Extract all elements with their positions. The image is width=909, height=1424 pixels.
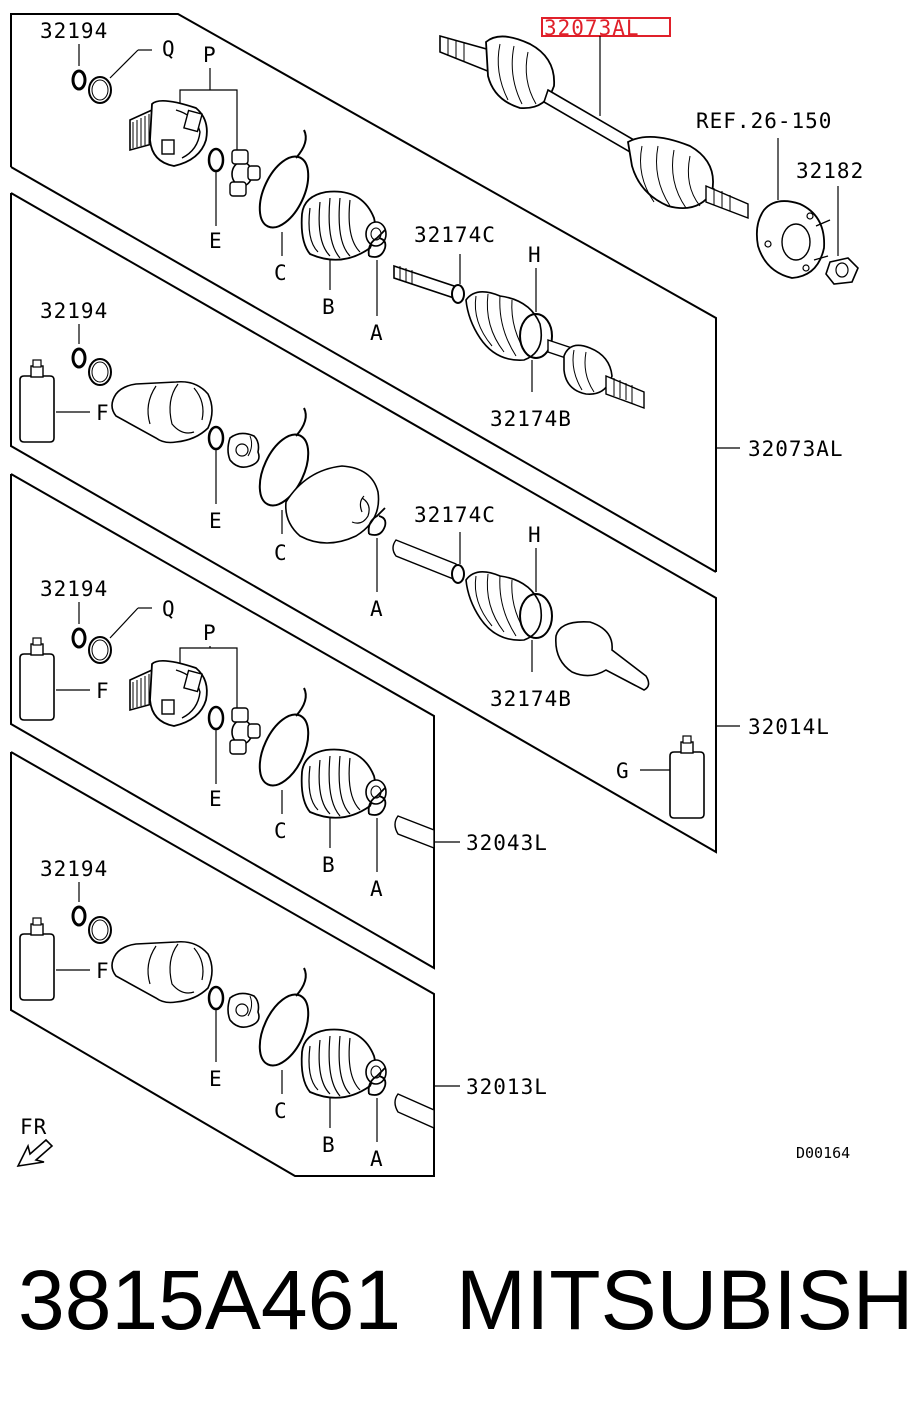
- label-32174c-2: 32174C: [414, 503, 496, 527]
- front-arrow-icon: [16, 1138, 54, 1168]
- label-f-4: F: [96, 959, 110, 983]
- label-32013l-panel: 32013L: [466, 1075, 548, 1099]
- panel-32013l: 32194 F E C B A 32013L: [19, 857, 548, 1171]
- panel-outlines: [10, 13, 717, 1177]
- label-c-2: C: [274, 541, 288, 565]
- label-e-1: E: [209, 229, 223, 253]
- label-32194-4: 32194: [40, 857, 108, 881]
- label-32182: 32182: [796, 159, 864, 183]
- diagram-code: D00164: [796, 1144, 850, 1162]
- label-b-1: B: [322, 295, 336, 319]
- label-b-4: B: [322, 1133, 336, 1157]
- label-e-3: E: [209, 787, 223, 811]
- label-a-1: A: [370, 321, 384, 345]
- panel-32014l: 32194 F E C A 32174C H: [19, 299, 830, 819]
- label-32174b-2: 32174B: [490, 687, 572, 711]
- label-p-1: P: [203, 43, 217, 67]
- label-q-3: Q: [162, 597, 176, 621]
- label-p-3: P: [203, 621, 217, 645]
- label-ref-26-150: REF.26-150: [696, 109, 832, 133]
- label-32194-1: 32194: [40, 19, 108, 43]
- label-32194-3: 32194: [40, 577, 108, 601]
- label-32043l-panel: 32043L: [466, 831, 548, 855]
- label-f-3: F: [96, 679, 110, 703]
- label-a-3: A: [370, 877, 384, 901]
- label-f-2: F: [96, 401, 110, 425]
- label-q-1: Q: [162, 37, 176, 61]
- inner-shaft-assembly: 32174C H 32174B: [393, 223, 645, 431]
- label-e-4: E: [209, 1067, 223, 1091]
- label-32014l-panel: 32014L: [748, 715, 830, 739]
- panel-32073al: 32194 Q P E C B A 32174C: [40, 19, 844, 461]
- driveshaft-assembly-32073al: 32073AL: [439, 16, 749, 220]
- label-c-1: C: [274, 261, 288, 285]
- label-fr: FR: [20, 1115, 47, 1139]
- hub-reference: REF.26-150 32182: [696, 109, 864, 285]
- label-a-4: A: [370, 1147, 384, 1171]
- label-c-3: C: [274, 819, 288, 843]
- label-b-3: B: [322, 853, 336, 877]
- label-h-2: H: [528, 523, 542, 547]
- label-32174c-1: 32174C: [414, 223, 496, 247]
- highlight-label: 32073AL: [544, 16, 640, 40]
- label-32174b-1: 32174B: [490, 407, 572, 431]
- inner-shaft-assembly-2: 32174C H 32174B: [392, 503, 650, 711]
- highlight-box: [541, 17, 671, 37]
- label-g: G: [616, 759, 630, 783]
- label-h-1: H: [528, 243, 542, 267]
- panel-32043l: 32194 Q P F E C B A 32043L: [19, 577, 548, 901]
- label-32194-2: 32194: [40, 299, 108, 323]
- label-c-4: C: [274, 1099, 288, 1123]
- label-a-2: A: [370, 597, 384, 621]
- brand-name: MITSUBISHI: [456, 1253, 909, 1347]
- exploded-parts-diagram: 32194 Q P E C B A 32174C: [10, 13, 864, 1177]
- label-e-2: E: [209, 509, 223, 533]
- part-number: 3815A461: [18, 1253, 402, 1347]
- label-32073al-panel: 32073AL: [748, 437, 844, 461]
- front-direction-indicator: FR: [16, 1115, 54, 1168]
